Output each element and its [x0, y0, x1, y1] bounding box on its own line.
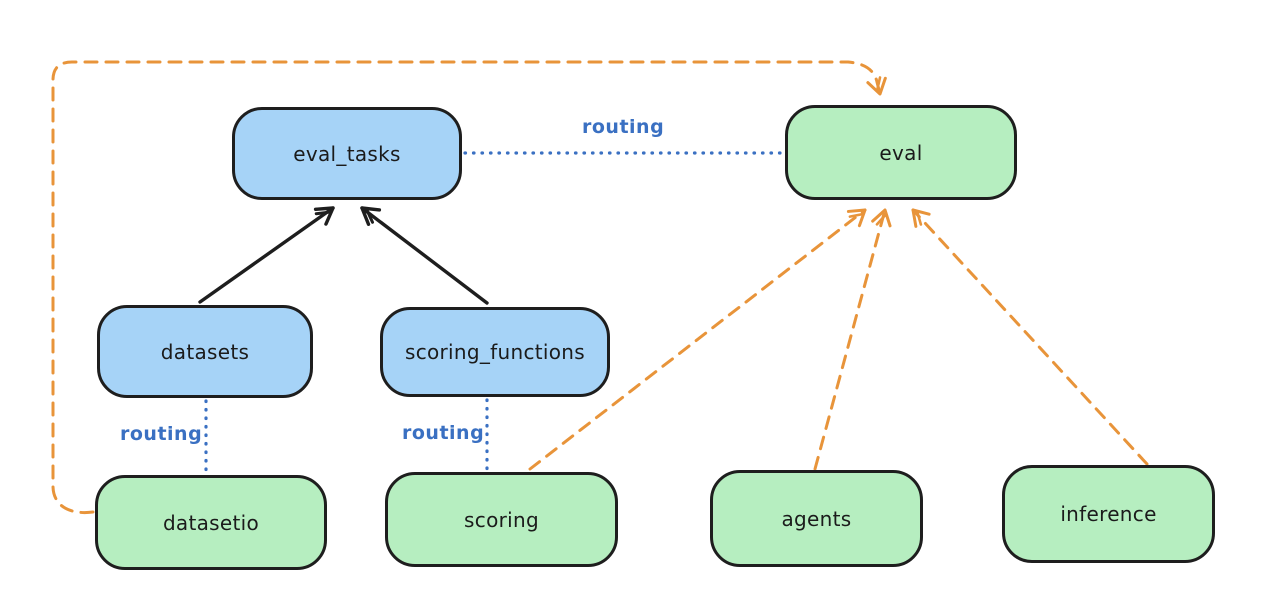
- edge-datasets-to-eval-tasks: [198, 206, 335, 304]
- edge-agents-to-eval: [813, 208, 892, 471]
- node-agents-label: agents: [781, 506, 852, 531]
- edge-datasetio-to-eval: [51, 60, 887, 515]
- edge-inference-to-eval: [911, 208, 1149, 466]
- node-datasets-label: datasets: [160, 339, 250, 364]
- node-datasetio: datasetio: [95, 475, 327, 570]
- node-eval: eval: [785, 105, 1017, 200]
- node-agents: agents: [710, 470, 923, 567]
- edge-scoring-to-eval: [528, 208, 867, 471]
- node-eval-label: eval: [879, 140, 923, 165]
- edge-scoring-functions-to-eval-tasks: [360, 206, 489, 305]
- node-eval-tasks: eval_tasks: [232, 107, 462, 200]
- node-datasets: datasets: [97, 305, 313, 398]
- routing-label-scoring-functions-scoring: routing: [402, 422, 485, 444]
- node-scoring-functions: scoring_functions: [380, 307, 610, 397]
- routing-label-datasets-datasetio: routing: [120, 423, 203, 445]
- node-scoring-label: scoring: [464, 507, 539, 532]
- node-scoring-functions-label: scoring_functions: [404, 340, 586, 364]
- routing-label-eval-tasks-eval: routing: [582, 116, 665, 138]
- node-inference-label: inference: [1060, 502, 1157, 526]
- node-eval-tasks-label: eval_tasks: [293, 141, 401, 166]
- node-scoring: scoring: [385, 472, 618, 567]
- node-inference: inference: [1002, 465, 1215, 563]
- node-datasetio-label: datasetio: [162, 510, 260, 535]
